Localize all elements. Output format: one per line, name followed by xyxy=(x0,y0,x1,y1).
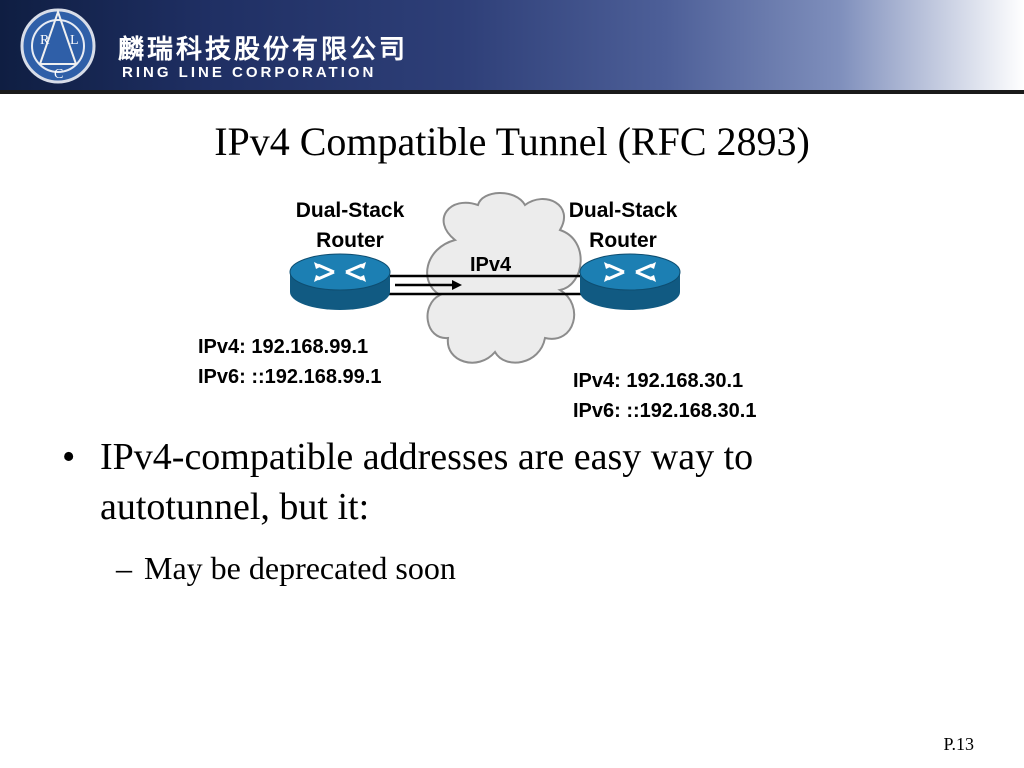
bullet-text-line2: autotunnel, but it: xyxy=(100,486,370,528)
right-router-ipv4: IPv4: 192.168.30.1 xyxy=(573,370,744,392)
tunnel-diagram xyxy=(289,192,681,364)
company-name-chinese: 麟瑞科技股份有限公司 xyxy=(118,35,409,65)
logo-letter-r: R xyxy=(40,33,50,48)
left-router-ipv4: IPv4: 192.168.99.1 xyxy=(198,336,369,358)
slide-title: IPv4 Compatible Tunnel (RFC 2893) xyxy=(214,119,810,164)
left-router-label-line1: Dual-Stack xyxy=(295,199,405,222)
left-router-addresses: IPv4: 192.168.99.1 IPv6: ::192.168.99.1 xyxy=(198,332,381,392)
logo-letter-l: L xyxy=(70,33,79,48)
right-router-label-line2: Router xyxy=(589,229,657,252)
left-router-label: Dual-Stack Router xyxy=(270,196,430,256)
header-banner: R L C 麟瑞科技股份有限公司 RING LINE CORPORATION xyxy=(0,0,1024,90)
header-divider xyxy=(0,90,1024,94)
tunnel-arrowhead xyxy=(452,280,462,290)
right-router-label: Dual-Stack Router xyxy=(543,196,703,256)
bullet-text-line1: IPv4-compatible addresses are easy way t… xyxy=(100,436,754,478)
right-router-icon xyxy=(579,253,681,310)
bullet-list: • IPv4-compatible addresses are easy way… xyxy=(56,432,996,588)
left-router-ipv6: IPv6: ::192.168.99.1 xyxy=(198,366,382,388)
ipv4-cloud xyxy=(426,192,582,364)
bullet-item: • IPv4-compatible addresses are easy way… xyxy=(56,432,996,532)
left-router-icon xyxy=(289,253,391,310)
right-router-label-line1: Dual-Stack xyxy=(568,199,678,222)
logo-letter-c: C xyxy=(54,67,63,82)
bullet-mark: • xyxy=(62,436,76,478)
right-router-ipv6: IPv6: ::192.168.30.1 xyxy=(573,400,757,422)
sub-bullet-mark: – xyxy=(116,550,132,586)
company-name-english: RING LINE CORPORATION xyxy=(122,64,377,81)
left-router-label-line2: Router xyxy=(316,229,384,252)
company-logo: R L C xyxy=(20,8,96,84)
cloud-label: IPv4 xyxy=(470,254,512,276)
sub-bullet-text: May be deprecated soon xyxy=(144,550,456,586)
page-number: P.13 xyxy=(943,734,974,754)
sub-bullet-item: – May be deprecated soon xyxy=(56,548,996,588)
right-router-addresses: IPv4: 192.168.30.1 IPv6: ::192.168.30.1 xyxy=(573,366,756,426)
